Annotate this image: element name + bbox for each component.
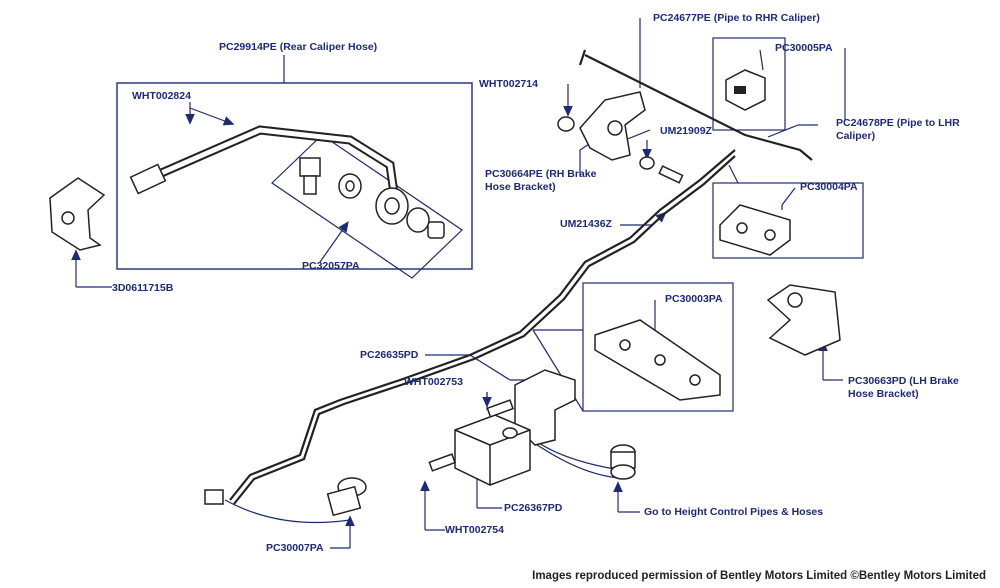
copyright-notice: Images reproduced permission of Bentley …: [532, 570, 986, 582]
part-clip-pc30003pa: [594, 319, 721, 401]
label-wht002753: WHT002753: [404, 376, 463, 388]
label-wht002714: WHT002714: [479, 78, 538, 90]
box-pc32057pa: [271, 134, 463, 279]
label-pc29914pe: PC29914PE (Rear Caliper Hose): [219, 41, 378, 53]
label-3d0611715b: 3D0611715B: [112, 282, 174, 294]
label-pc26367pd: PC26367PD: [504, 502, 563, 514]
label-goto-height-control[interactable]: Go to Height Control Pipes & Hoses: [644, 506, 824, 518]
label-pc30664pe: PC30664PE (RH Brake Hose Bracket): [485, 168, 597, 193]
box-pc30004pa: [712, 182, 864, 259]
part-junction-block-pc26367pd: [454, 414, 531, 486]
label-pc24678pe: PC24678PE (Pipe to LHR Caliper): [836, 117, 960, 142]
label-um21909z: UM21909Z: [660, 125, 712, 137]
label-pc24677pe: PC24677PE (Pipe to RHR Caliper): [653, 12, 820, 24]
part-blanking-plug-pc30007pa: [326, 477, 367, 517]
label-pc30663pd: PC30663PD (LH Brake Hose Bracket): [848, 375, 959, 400]
box-pc30003pa: [582, 282, 734, 412]
part-clip-pc30005pa: [725, 69, 766, 111]
part-bracket-3d0611715b: [49, 177, 106, 251]
box-rear-caliper-hose: [116, 82, 473, 270]
label-pc30004pa: PC30004PA: [800, 181, 858, 193]
label-pc30003pa: PC30003PA: [665, 293, 723, 305]
label-pc26635pd: PC26635PD: [360, 349, 419, 361]
part-lh-bracket: [766, 284, 841, 356]
part-banjo-bolt: [299, 157, 445, 239]
label-pc32057pa: PC32057PA: [302, 260, 360, 272]
label-um21436z: UM21436Z: [560, 218, 612, 230]
box-pc30005pa: [712, 37, 786, 131]
label-pc30007pa: PC30007PA: [266, 542, 324, 554]
part-caliper-hose: [129, 125, 409, 225]
part-bolts: [428, 399, 514, 472]
part-pipes: [229, 49, 813, 505]
part-rh-bracket: [557, 91, 684, 184]
label-wht002754: WHT002754: [445, 524, 504, 536]
label-pc30005pa: PC30005PA: [775, 42, 833, 54]
part-clip-pc30004pa: [719, 204, 791, 256]
label-wht002824: WHT002824: [132, 90, 191, 102]
part-union-fitting: [610, 444, 636, 480]
part-hose-end: [204, 489, 224, 505]
